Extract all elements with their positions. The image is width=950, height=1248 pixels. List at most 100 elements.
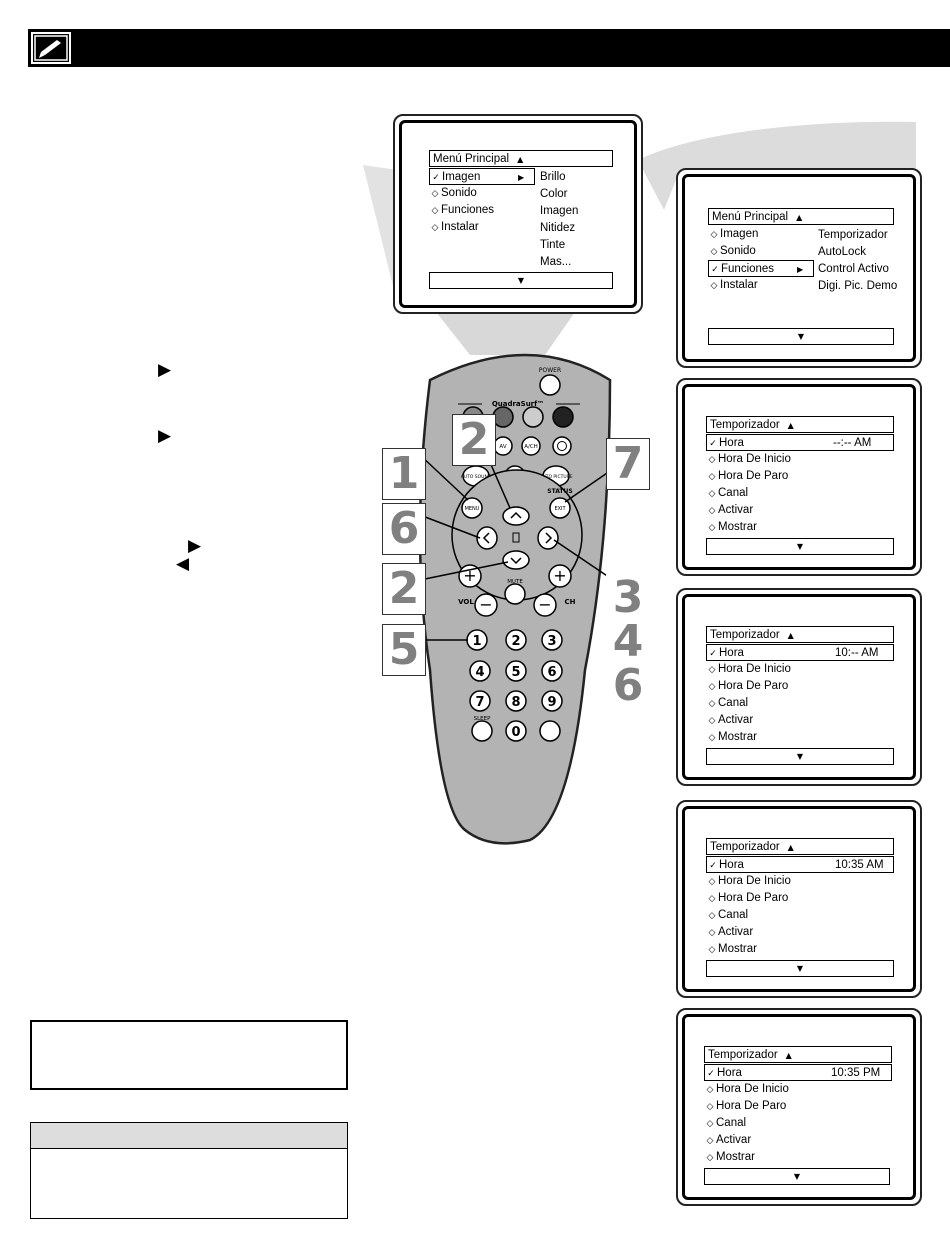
menu-item[interactable]: ◇Hora De Inicio [706, 873, 791, 890]
diamond-icon: ◇ [708, 523, 716, 533]
time-value: 10:-- AM [835, 647, 879, 659]
left-button[interactable] [476, 526, 498, 550]
menu-item[interactable]: ◇Hora De Inicio [704, 1081, 789, 1098]
sleep-button[interactable] [471, 720, 493, 742]
exit-button[interactable] [549, 497, 571, 519]
diamond-icon: ◇ [706, 1119, 714, 1129]
timer-screen-1: Temporizador ▲ ✓Hora--:-- AM ◇Hora De Ini… [676, 378, 922, 576]
submenu-item: Temporizador [818, 229, 888, 241]
digit-3-button[interactable] [541, 629, 563, 651]
menu-item-instalar[interactable]: ◇Instalar [429, 219, 479, 236]
vol-down-button[interactable] [474, 593, 498, 617]
digit-5-button[interactable] [505, 660, 527, 682]
menu-item-hora[interactable]: ✓Hora--:-- AM [706, 434, 894, 451]
diamond-icon: ◇ [708, 911, 716, 921]
menu-item[interactable]: ◇Mostrar [706, 729, 757, 746]
right-button[interactable] [537, 526, 559, 550]
menu-item-funciones[interactable]: ◇Funciones [429, 202, 495, 219]
menu-item-funciones[interactable]: ✓Funciones▶ [708, 260, 814, 277]
submenu-item: Digi. Pic. Demo [818, 280, 898, 292]
callout-number-1: 1 [382, 448, 426, 500]
digit-label: 2 [511, 634, 520, 649]
menu-label: MENU [465, 506, 480, 512]
menu-item-instalar[interactable]: ◇Instalar [708, 277, 758, 294]
diamond-icon: ◇ [706, 1085, 714, 1095]
menu-item[interactable]: ◇Activar [706, 502, 754, 519]
diamond-icon: ◇ [708, 716, 716, 726]
submenu-item: Tinte [540, 239, 566, 251]
digit-0-button[interactable] [505, 720, 527, 742]
time-value: 10:35 AM [835, 859, 884, 871]
power-label: POWER [539, 367, 561, 374]
digit-6-button[interactable] [541, 660, 563, 682]
diamond-icon: ◇ [708, 945, 716, 955]
smiley-button[interactable] [552, 436, 572, 456]
quadrasurf-button-3[interactable] [522, 406, 544, 428]
menu-item[interactable]: ◇Mostrar [706, 519, 757, 536]
diamond-icon: ◇ [710, 281, 718, 291]
diamond-icon: ◇ [706, 1102, 714, 1112]
down-arrow-icon: ▼ [706, 960, 894, 977]
diamond-icon: ◇ [708, 472, 716, 482]
menu-item[interactable]: ◇Canal [704, 1115, 747, 1132]
down-button[interactable] [502, 550, 530, 570]
submenu-item: Control Activo [818, 263, 889, 275]
mute-label: MUTE [507, 579, 523, 585]
blank-button[interactable] [539, 720, 561, 742]
chevron-right-icon [545, 532, 553, 544]
digit-9-button[interactable] [541, 690, 563, 712]
up-arrow-icon: ▲ [787, 421, 794, 430]
digit-4-button[interactable] [469, 660, 491, 682]
power-button[interactable] [539, 374, 561, 396]
diamond-icon: ◇ [431, 189, 439, 199]
ch-up-button[interactable] [548, 564, 572, 588]
time-value: --:-- AM [833, 437, 872, 449]
mute-button[interactable] [504, 583, 526, 605]
menu-item-sonido[interactable]: ◇Sonido [429, 185, 477, 202]
chevron-left-icon [482, 532, 490, 544]
menu-item-imagen[interactable]: ✓Imagen▶ [429, 168, 535, 185]
menu-item[interactable]: ◇Canal [706, 485, 749, 502]
menu-item[interactable]: ◇Hora De Paro [706, 678, 789, 695]
menu-item[interactable]: ◇Hora De Paro [706, 890, 789, 907]
vol-label: VOL [458, 598, 474, 606]
menu-item[interactable]: ◇Canal [706, 695, 749, 712]
menu-item[interactable]: ◇Activar [706, 712, 754, 729]
quadrasurf-button-4[interactable] [552, 406, 574, 428]
menu-item[interactable]: ◇Hora De Inicio [706, 451, 791, 468]
menu-item[interactable]: ◇Activar [704, 1132, 752, 1149]
play-right-icon: ▶ [188, 536, 202, 556]
up-button[interactable] [502, 506, 530, 526]
menu-item-imagen[interactable]: ◇Imagen [708, 226, 759, 243]
ach-button[interactable] [521, 436, 541, 456]
exit-label: EXIT [554, 506, 566, 512]
menu-item[interactable]: ◇Activar [706, 924, 754, 941]
digit-label: 3 [547, 634, 556, 649]
menu-item[interactable]: ◇Mostrar [706, 941, 757, 958]
smiley-icon [557, 441, 567, 451]
menu-item[interactable]: ◇Hora De Inicio [706, 661, 791, 678]
digit-8-button[interactable] [505, 690, 527, 712]
quadrasurf-label: QuadraSurf™ [492, 400, 544, 408]
check-icon: ✓ [709, 439, 717, 449]
auto-picture-label: AUTO PICTURE [539, 474, 572, 480]
menu-item[interactable]: ◇Hora De Paro [704, 1098, 787, 1115]
menu-item[interactable]: ◇Canal [706, 907, 749, 924]
ch-down-button[interactable] [533, 593, 557, 617]
digit-7-button[interactable] [469, 690, 491, 712]
menu-title: Temporizador [710, 419, 780, 431]
menu-item-sonido[interactable]: ◇Sonido [708, 243, 756, 260]
menu-button[interactable] [461, 497, 483, 519]
diamond-icon: ◇ [708, 928, 716, 938]
digit-label: 5 [511, 665, 520, 680]
callout-number-5: 5 [382, 624, 426, 676]
menu-item[interactable]: ◇Mostrar [704, 1149, 755, 1166]
digit-2-button[interactable] [505, 629, 527, 651]
menu-item[interactable]: ◇Hora De Paro [706, 468, 789, 485]
submenu-item: Imagen [540, 205, 579, 217]
quadrasurf-button-2[interactable] [492, 406, 514, 428]
